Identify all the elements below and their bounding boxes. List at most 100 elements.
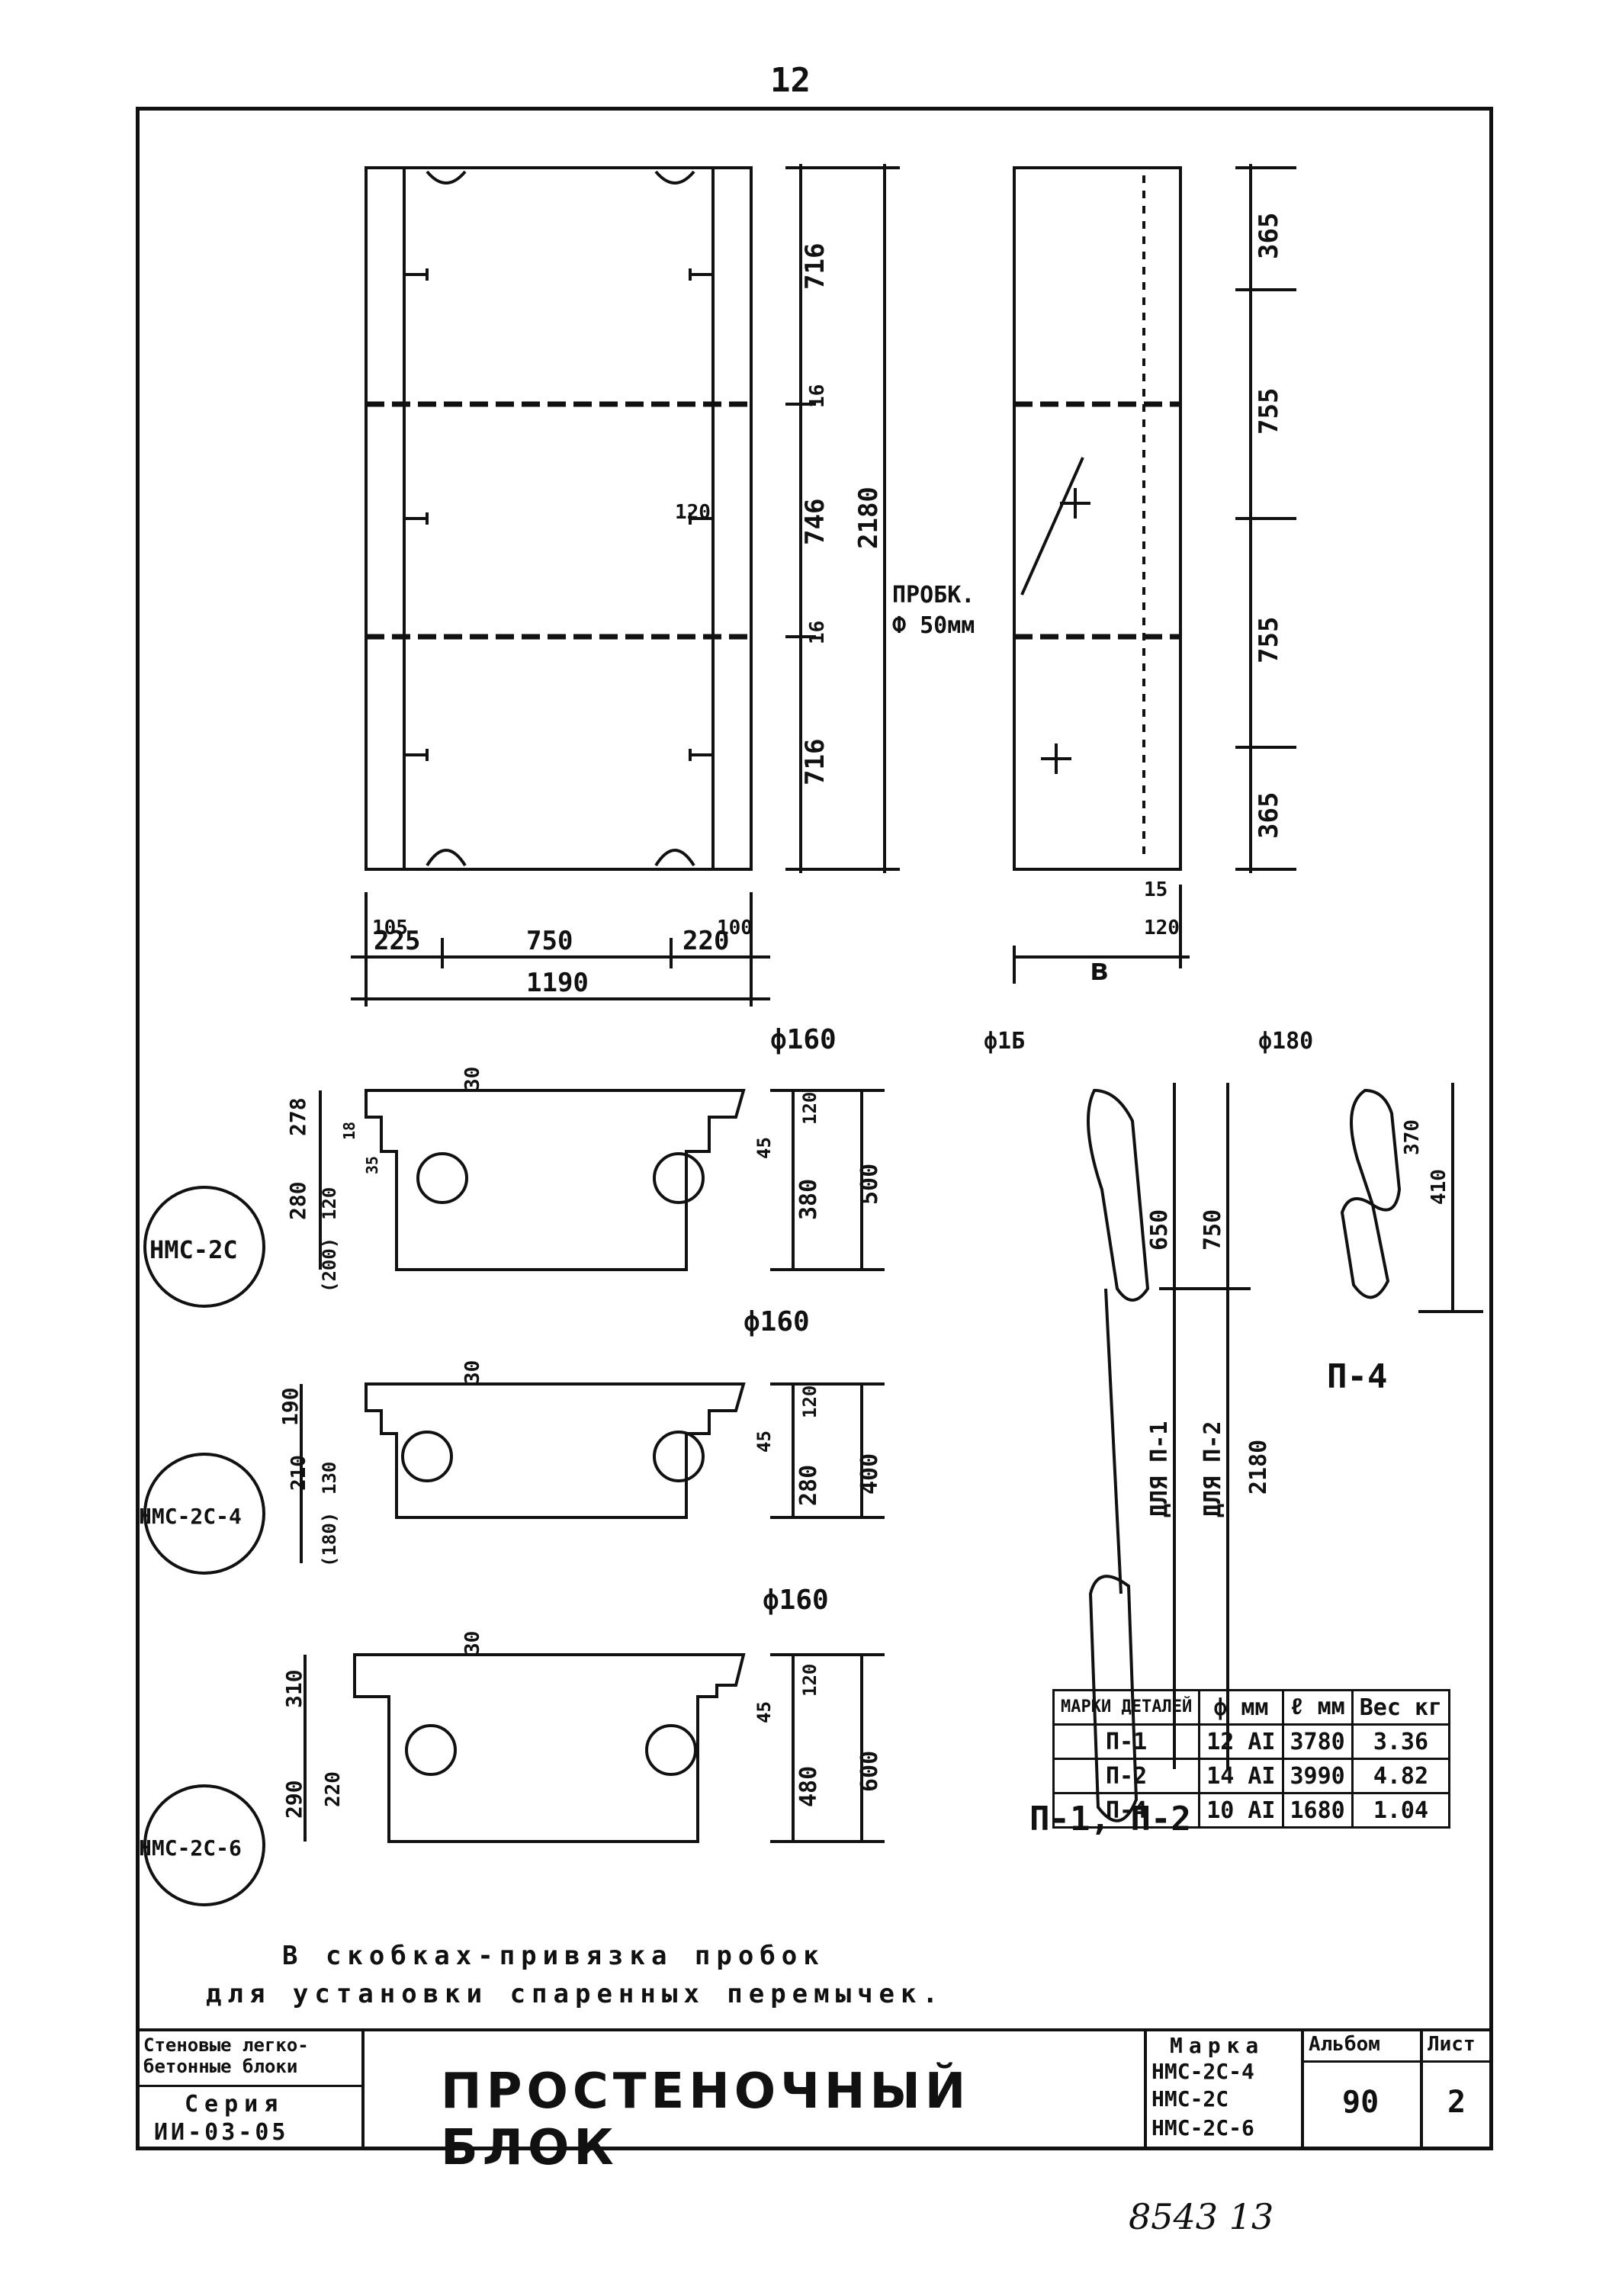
title-block-main: ПРОСТЕНОЧНЫЙ БЛОК xyxy=(361,2028,1147,2176)
dim-right-4: 716 xyxy=(800,739,830,785)
spec-cell: 12 АI xyxy=(1198,1723,1284,1760)
spec-cell: 14 АI xyxy=(1198,1758,1284,1794)
loop-p4-diameter: ф180 xyxy=(1258,1028,1313,1055)
table-row: П-2 14 АI 3990 4.82 xyxy=(1052,1758,1451,1794)
side-dim-bottom-0: 15 xyxy=(1144,878,1168,901)
section-1-right-0: 120 xyxy=(799,1092,821,1125)
loop-p4-caption: П-4 xyxy=(1327,1357,1387,1396)
title-block-marks: Марка НМС-2С-4 НМС-2С НМС-2С-6 xyxy=(1144,2028,1304,2150)
section-2-mark: НМС-2С-4 xyxy=(139,1504,242,1529)
section-3-right-0: 120 xyxy=(799,1664,821,1697)
section-1-left-2: 120 xyxy=(319,1187,340,1220)
table-row: П-4 10 АI 1680 1.04 xyxy=(1052,1792,1451,1829)
tb-sheet-value: 2 xyxy=(1447,2085,1466,2120)
loop-p12-diameter: ф1Б xyxy=(984,1028,1025,1055)
section-3-left-2: 220 xyxy=(322,1771,345,1807)
section-1-diameter: ф160 xyxy=(770,1024,837,1055)
section-3-diameter: ф160 xyxy=(763,1585,829,1616)
spec-cell: П-2 xyxy=(1052,1758,1201,1794)
section-1-left-3: (200) xyxy=(319,1238,340,1293)
spec-header-cell: МАРКИ ДЕТАЛЕЙ xyxy=(1052,1689,1201,1726)
title-block-album: Альбом 90 xyxy=(1301,2028,1423,2150)
spec-cell: 3990 xyxy=(1281,1758,1354,1794)
tb-marka-label: Марка xyxy=(1170,2033,1265,2058)
spec-cell: 4.82 xyxy=(1351,1758,1451,1794)
spec-header-cell: ℓ мм xyxy=(1281,1689,1354,1726)
spec-header-row: МАРКИ ДЕТАЛЕЙ ф мм ℓ мм Вес кг xyxy=(1052,1689,1451,1726)
spec-cell: 1680 xyxy=(1281,1792,1354,1829)
section-3-right-2: 480 xyxy=(795,1766,822,1807)
loop-p12-label-2: ДЛЯ П-2 xyxy=(1200,1421,1226,1517)
loop-p4-bottom xyxy=(1340,1197,1390,1299)
section-2-right-3: 400 xyxy=(856,1453,883,1495)
section-2-diameter: ф160 xyxy=(744,1306,810,1337)
section-3-top: 30 xyxy=(461,1631,484,1655)
section-2-mark-circle xyxy=(143,1453,265,1575)
loop-p4-top xyxy=(1350,1088,1402,1212)
spec-cell: 1.04 xyxy=(1351,1792,1451,1829)
section-3-left-1: 290 xyxy=(281,1780,307,1819)
section-2-right-2: 280 xyxy=(795,1465,822,1506)
loop-p12-label-1: ДЛЯ П-1 xyxy=(1146,1421,1173,1517)
dim-small-left: 105 xyxy=(372,917,408,939)
loop-p12-dim-1: 750 xyxy=(1200,1209,1226,1251)
title-block-sheet: Лист 2 xyxy=(1420,2028,1493,2150)
side-dim-bottom-1: 120 xyxy=(1144,917,1180,939)
dim-right-0: 716 xyxy=(800,243,830,290)
tb-mark-2: НМС-2С-6 xyxy=(1151,2115,1254,2140)
dim-inner: 120 xyxy=(675,501,711,524)
title-block-left: Стеновые легко- бетонные блоки Серия ИИ-… xyxy=(136,2028,365,2150)
archive-stamp: 8543 13 xyxy=(1129,2196,1274,2237)
section-2-left-0: 190 xyxy=(278,1387,303,1426)
tb-mark-1: НМС-2С xyxy=(1151,2086,1229,2111)
section-1-right-2: 380 xyxy=(795,1179,822,1220)
loop-p12-dim-2: 2180 xyxy=(1245,1440,1272,1495)
section-2-right-1: 45 xyxy=(753,1431,775,1453)
section-3-outline xyxy=(353,1653,746,1843)
spec-header-cell: Вес кг xyxy=(1351,1689,1451,1726)
section-3-mark: НМС-2С-6 xyxy=(139,1835,242,1861)
dim-right-1: 16 xyxy=(806,384,829,408)
loop-p4-dim-1: 410 xyxy=(1428,1169,1450,1205)
side-dim-1: 755 xyxy=(1254,388,1284,435)
spec-table: МАРКИ ДЕТАЛЕЙ ф мм ℓ мм Вес кг П-1 12 АI… xyxy=(1052,1689,1451,1829)
section-1-right-3: 500 xyxy=(856,1164,883,1205)
section-2-outline xyxy=(365,1382,746,1519)
side-dim-2: 755 xyxy=(1254,617,1284,663)
loop-p4-dim-0: 370 xyxy=(1401,1119,1424,1155)
probka-label-2: Ф 50мм xyxy=(892,612,975,639)
front-view-outline xyxy=(365,166,753,871)
page-number: 12 xyxy=(770,61,811,100)
side-dim-3: 365 xyxy=(1254,792,1284,839)
section-1-mark: НМС-2С xyxy=(149,1235,238,1264)
tb-mark-0: НМС-2С-4 xyxy=(1151,2059,1254,2084)
dim-bottom-2: 220 xyxy=(683,926,729,956)
section-1-outline xyxy=(365,1089,746,1271)
dim-total-width: 1190 xyxy=(526,968,589,998)
spec-cell: 3.36 xyxy=(1351,1723,1451,1760)
section-3-right-1: 45 xyxy=(753,1701,775,1723)
tb-album-label: Альбом xyxy=(1309,2033,1380,2056)
spec-cell: П-1 xyxy=(1052,1723,1201,1760)
section-1-left-1: 280 xyxy=(285,1181,310,1220)
section-2-right-0: 120 xyxy=(799,1386,821,1418)
section-2-left-1: 210 xyxy=(287,1455,310,1491)
tb-sheet-label: Лист xyxy=(1428,2033,1476,2056)
loop-p12-top xyxy=(1087,1088,1150,1302)
section-1-top: 30 xyxy=(461,1067,484,1090)
tb-series-value: ИИ-03-05 xyxy=(154,2119,289,2146)
dim-bottom-1: 750 xyxy=(526,926,573,956)
section-3-right-3: 600 xyxy=(856,1751,883,1792)
tb-series-label: Серия xyxy=(185,2091,284,2118)
spec-cell: 3780 xyxy=(1281,1723,1354,1760)
side-dim-0: 365 xyxy=(1254,213,1284,259)
table-row: П-1 12 АI 3780 3.36 xyxy=(1052,1723,1451,1760)
title-block: Стеновые легко- бетонные блоки Серия ИИ-… xyxy=(136,2028,1493,2176)
dim-right-2: 746 xyxy=(800,499,830,545)
section-1-left-small-0: 18 xyxy=(340,1122,358,1140)
tb-left-line-1: Стеновые легко- xyxy=(143,2034,309,2056)
spec-header-cell: ф мм xyxy=(1198,1689,1284,1726)
dim-bottom-0: 225 xyxy=(374,926,420,956)
tb-album-value: 90 xyxy=(1342,2085,1380,2120)
